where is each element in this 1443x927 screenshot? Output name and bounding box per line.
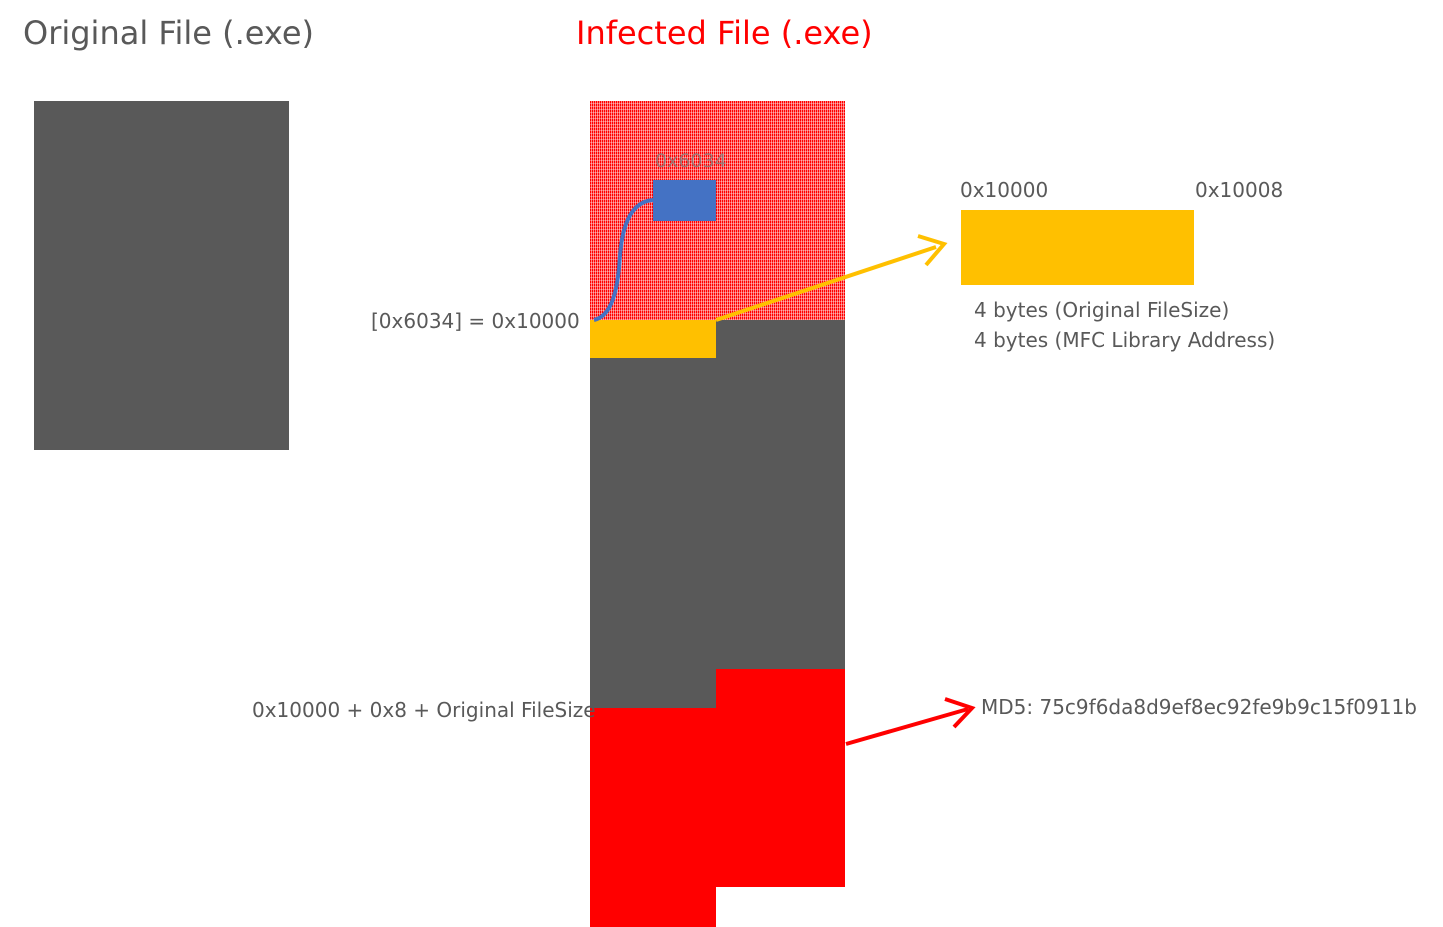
range-end-label: 0x10008 [1195, 178, 1284, 202]
original-file-title: Original File (.exe) [23, 14, 315, 52]
original-body-right [716, 320, 845, 669]
header-detail-block [961, 210, 1194, 285]
field-original-filesize: 4 bytes (Original FileSize) [974, 298, 1230, 322]
appended-payload-left [590, 708, 716, 927]
payload-arrow-head [944, 697, 976, 729]
field-mfc-library-address: 4 bytes (MFC Library Address) [974, 328, 1276, 352]
pointer-block-address: 0x6034 [655, 150, 727, 172]
infected-file-title: Infected File (.exe) [576, 14, 873, 52]
payload-arrow-line [845, 707, 969, 746]
pointer-block [653, 180, 716, 221]
range-start-label: 0x10000 [960, 178, 1049, 202]
header-arrow-head [917, 234, 948, 267]
pointer-curve [593, 198, 654, 322]
original-file-block [34, 101, 289, 450]
md5-label: MD5: 75c9f6da8d9ef8ec92fe9b9c15f0911b [981, 695, 1417, 719]
header-data-block [590, 320, 716, 358]
original-body-left [590, 358, 716, 708]
pointer-label: [0x6034] = 0x10000 [371, 309, 580, 333]
header-arrow-line [715, 245, 937, 322]
offset-formula-label: 0x10000 + 0x8 + Original FileSize [252, 698, 596, 722]
appended-payload-right [716, 669, 845, 887]
